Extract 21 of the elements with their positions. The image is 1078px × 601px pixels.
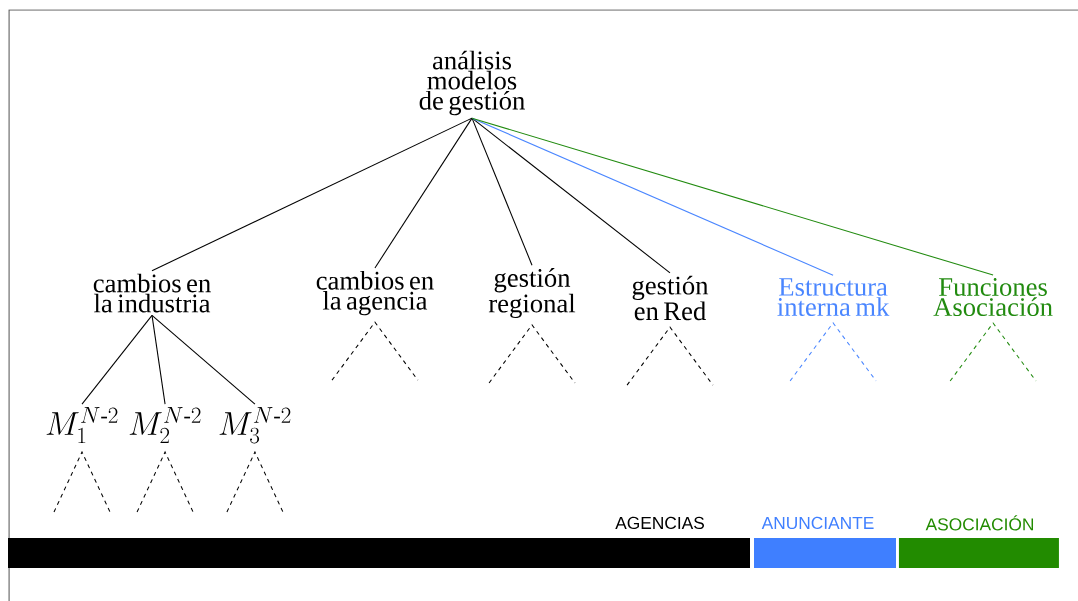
node-label: Funciones Asociación	[933, 278, 1053, 317]
node-label: análisis modelos de gestión	[419, 50, 525, 116]
node-label: cambios en la industria	[93, 273, 211, 313]
tree-line	[151, 117, 473, 272]
tree-line	[471, 117, 533, 266]
formula-label: $M_{3}^{N\text{-}2}$	[219, 407, 291, 444]
node-label: cambios en la agencia	[316, 270, 434, 316]
legend-label: ANUNCIANTE	[761, 516, 874, 530]
tree-line	[151, 314, 166, 405]
node-label: gestión en Red	[632, 275, 709, 321]
tree-line	[151, 314, 256, 405]
legend-label: AGENCIAS	[615, 516, 704, 530]
formula-label: $M_{1}^{N\text{-}2}$	[46, 407, 118, 444]
tree-line	[471, 117, 671, 274]
tree-line	[471, 117, 994, 276]
tree-line	[81, 314, 153, 405]
tree-line	[374, 117, 473, 269]
node-label: Estructura interna mk	[777, 278, 890, 316]
legend-label: ASOCIACIÓN	[925, 515, 1033, 531]
formula-label: $M_{2}^{N\text{-}2}$	[129, 407, 201, 444]
node-label: gestión regional	[488, 268, 576, 318]
